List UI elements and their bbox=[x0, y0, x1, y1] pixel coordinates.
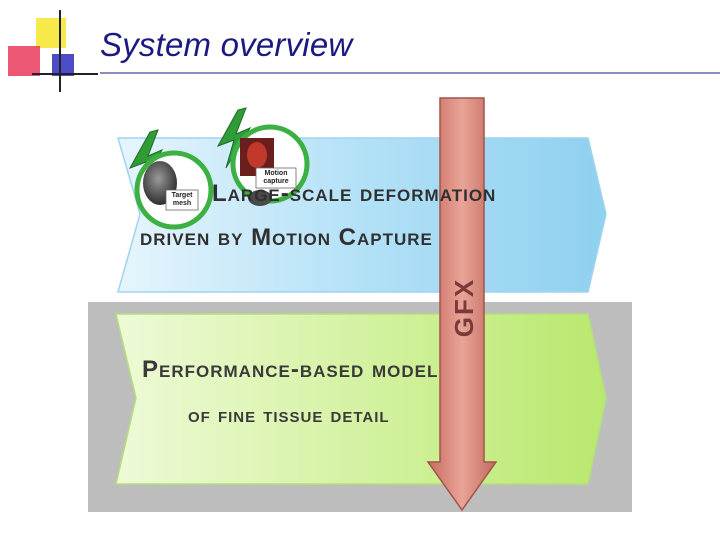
target-mesh-tag bbox=[165, 189, 199, 211]
logo-red-square bbox=[8, 46, 40, 76]
bottom-band-chevron bbox=[115, 313, 607, 485]
slide-logo bbox=[8, 10, 98, 92]
motion-capture-label: Motion capture bbox=[263, 170, 289, 185]
slide-title: System overview bbox=[100, 26, 353, 63]
title-divider bbox=[100, 72, 720, 74]
gfx-down-arrow bbox=[426, 97, 498, 512]
top-band-line-1: Large-scale deformation bbox=[212, 180, 497, 207]
logo-blue-square bbox=[52, 54, 74, 76]
target-mesh-label: Target mesh bbox=[171, 192, 193, 207]
gfx-label-text: GFX bbox=[449, 277, 480, 337]
top-band-line-2: driven by Motion Capture bbox=[140, 224, 433, 251]
bottom-band-line-2: of fine tissue detail bbox=[188, 402, 390, 427]
mocap-body-icon bbox=[248, 190, 272, 206]
mocap-face-icon bbox=[247, 142, 267, 168]
gfx-label: GFX bbox=[440, 262, 490, 352]
motion-capture-tag bbox=[255, 167, 297, 189]
bottom-band-line-1: Performance-based model bbox=[142, 356, 439, 383]
